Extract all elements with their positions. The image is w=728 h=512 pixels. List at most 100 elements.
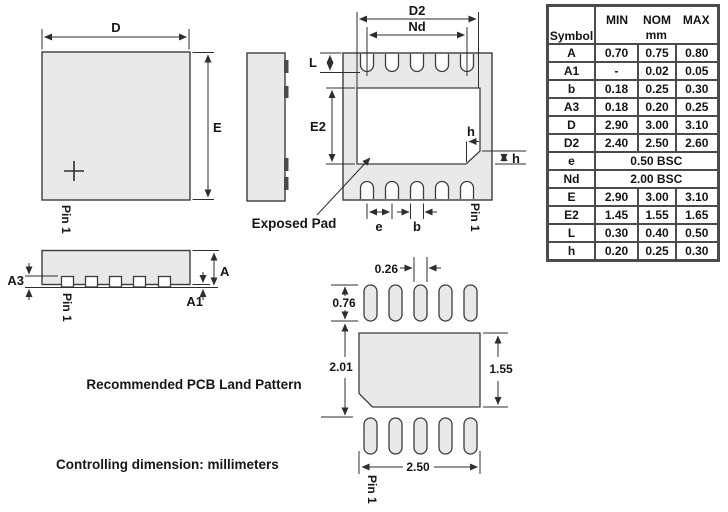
pin1-label: Pin 1: [468, 203, 482, 232]
pin-slot: [409, 180, 425, 199]
package-body-top: [41, 51, 191, 201]
table-cell: 0.50: [675, 223, 719, 243]
lead: [84, 275, 99, 288]
table-cell: D2: [546, 133, 596, 153]
dim-label-center-width: 2.50: [406, 460, 430, 474]
table-cell: E2: [546, 205, 596, 225]
table-cell: b: [546, 79, 596, 99]
table-cell: 0.02: [637, 61, 677, 81]
land-pad: [388, 417, 403, 455]
dim-label-pad-height: 0.76: [332, 296, 356, 310]
land-pad: [363, 284, 378, 322]
dim-label-A1: A1: [186, 294, 203, 309]
side-lead-mark: [284, 60, 289, 73]
lead: [108, 275, 123, 288]
pin1-label: Pin 1: [365, 475, 379, 504]
table-cell: A3: [546, 97, 596, 117]
pin-slot: [384, 180, 400, 199]
dim-label-row-span: 2.01: [329, 360, 353, 374]
pin-slot: [384, 54, 400, 73]
land-pad: [463, 417, 478, 455]
table-cell: A: [546, 43, 596, 63]
table-cell: 2.00 BSC: [594, 169, 719, 189]
pin-slot: [459, 180, 475, 199]
table-cell: 0.25: [675, 97, 719, 117]
table-header-symbol: Symbol: [546, 4, 596, 44]
table-cell: 1.45: [594, 205, 639, 225]
dim-label-D: D: [111, 20, 120, 35]
side-lead-mark: [284, 86, 289, 98]
table-cell: 0.70: [594, 43, 639, 63]
table-cell: 1.55: [637, 205, 677, 225]
dim-label-Nd: Nd: [408, 19, 425, 34]
pin1-label: Pin 1: [60, 293, 74, 322]
dim-label-A: A: [220, 264, 230, 279]
table-cell: e: [546, 151, 596, 171]
lead: [60, 275, 75, 288]
table-cell: A1: [546, 61, 596, 81]
dim-label-E: E: [213, 120, 222, 135]
table-header-min: MIN: [594, 4, 638, 27]
table-cell: 3.00: [637, 187, 677, 207]
table-cell: -: [594, 61, 639, 81]
table-cell: 0.20: [594, 241, 639, 262]
side-lead-mark: [284, 177, 289, 190]
table-cell: 0.30: [594, 223, 639, 243]
pin-slot: [359, 180, 375, 199]
table-cell: 0.25: [637, 79, 677, 99]
exposed-pad-shape: [356, 87, 481, 165]
table-cell: 0.30: [675, 241, 719, 262]
table-header-nom: NOM: [638, 4, 676, 27]
dim-label-h2: h: [512, 151, 520, 166]
dim-label-D2: D2: [409, 3, 426, 18]
table-cell: 2.40: [594, 133, 639, 153]
table-cell: 0.80: [675, 43, 719, 63]
lead: [132, 275, 147, 288]
leader-line: [316, 157, 371, 216]
table-cell: 0.20: [637, 97, 677, 117]
dim-label-A3: A3: [7, 273, 24, 288]
table-cell: L: [546, 223, 596, 243]
controlling-dimension-note: Controlling dimension: millimeters: [56, 457, 279, 472]
top-view: D E Pin 1: [41, 20, 222, 234]
land-pad: [438, 417, 453, 455]
land-pad: [363, 417, 378, 455]
dim-label-center-height: 1.55: [489, 362, 513, 376]
land-pad: [463, 284, 478, 322]
table-cell: h: [546, 241, 596, 262]
table-cell: 2.90: [594, 115, 639, 135]
dim-label-h: h: [467, 124, 475, 139]
lead: [157, 275, 172, 288]
table-cell: 0.30: [675, 79, 719, 99]
table-cell: 1.65: [675, 205, 719, 225]
front-view: A3 A A1 Pin 1: [7, 249, 230, 322]
land-pad: [438, 284, 453, 322]
side-lead-mark: [284, 158, 289, 171]
land-pad: [388, 284, 403, 322]
table-cell: 0.75: [637, 43, 677, 63]
table-cell: D: [546, 115, 596, 135]
pin1-label: Pin 1: [59, 205, 73, 234]
table-header-unit: mm: [594, 27, 719, 45]
dim-label-E2: E2: [310, 119, 326, 134]
table-header-max: MAX: [676, 4, 719, 27]
side-view: [246, 52, 289, 202]
dim-label-pad-width: 0.26: [375, 262, 399, 276]
table-cell: 0.50 BSC: [594, 151, 719, 171]
pin-slot: [434, 180, 450, 199]
pin-slot: [409, 54, 425, 73]
land-pad: [413, 417, 428, 455]
package-body-side: [246, 52, 286, 202]
table-cell: 3.10: [675, 115, 719, 135]
